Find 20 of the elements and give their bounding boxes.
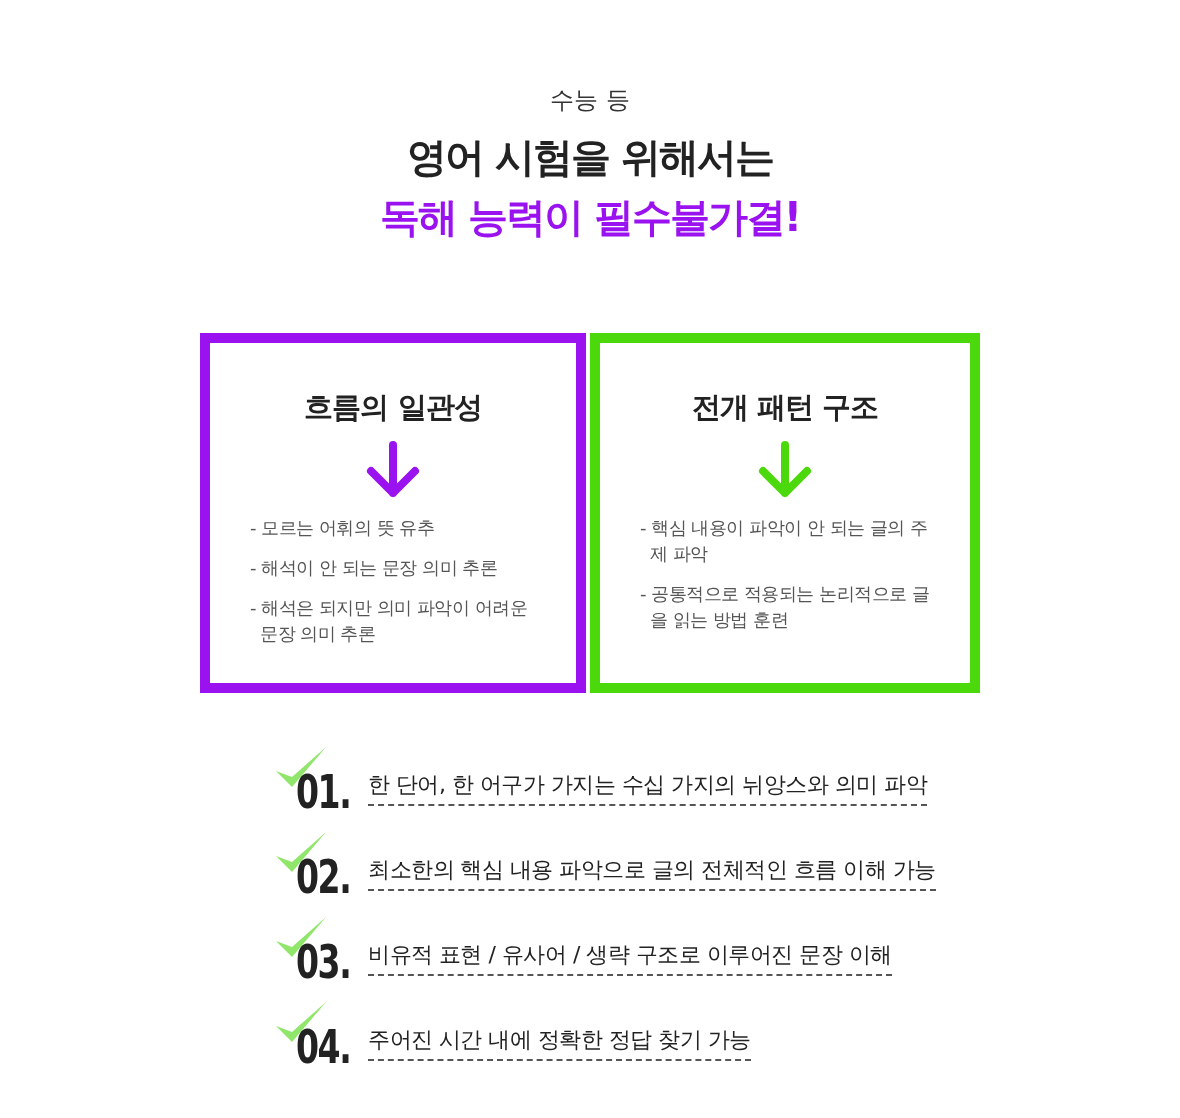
bullet-text: - 모르는 어휘의 뜻 유추 (250, 516, 436, 540)
checklist-text: 주어진 시간 내에 정확한 정답 찾기 가능 (368, 1026, 751, 1061)
list-number: 01. (296, 767, 351, 817)
subtitle: 수능 등 (549, 85, 631, 116)
bullet-text: - 공통적으로 적용되는 논리적으로 글을 읽는 방법 훈련 (640, 582, 930, 632)
bullet-text: - 핵심 내용이 파악이 안 되는 글의 주제 파악 (640, 516, 929, 566)
list-number: 03. (296, 937, 351, 987)
bullet-text: - 해석이 안 되는 문장 의미 추론 (250, 556, 499, 580)
card-heading: 전개 패턴 구조 (690, 389, 880, 426)
card (200, 333, 586, 693)
checklist-text: 한 단어, 한 어구가 가지는 수십 가지의 뉘앙스와 의미 파악 (368, 771, 928, 806)
list-number: 02. (296, 852, 351, 902)
card (590, 333, 980, 693)
checklist-text: 최소한의 핵심 내용 파악으로 글의 전체적인 흐름 이해 가능 (368, 856, 936, 891)
highlight-headline: 독해 능력이 필수불가결! (378, 193, 802, 242)
list-number: 04. (296, 1022, 351, 1072)
headline: 영어 시험을 위해서는 (406, 133, 774, 182)
card-heading: 흐름의 일관성 (303, 389, 483, 426)
checklist-text: 비유적 표현 / 유사어 / 생략 구조로 이루어진 문장 이해 (368, 941, 892, 976)
bullet-text: - 해석은 되지만 의미 파악이 어려운 문장 의미 추론 (250, 596, 529, 646)
